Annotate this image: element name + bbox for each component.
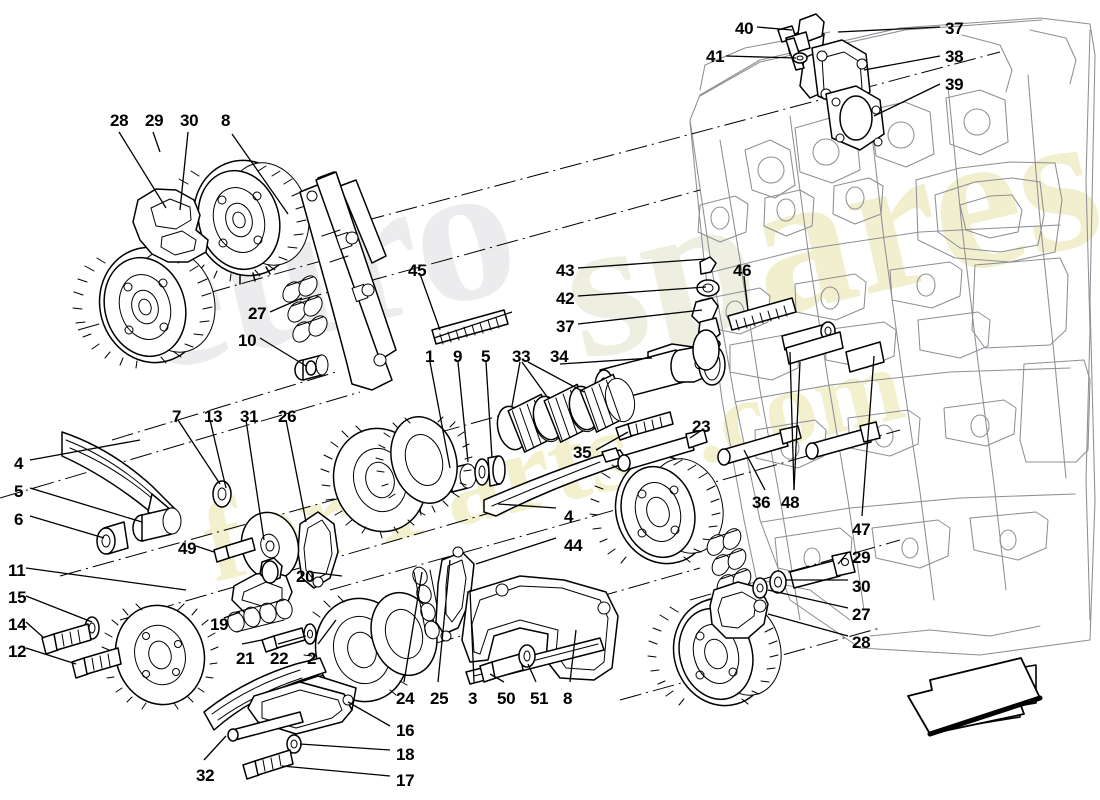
bolt-50 bbox=[479, 653, 524, 683]
camshaft-sensor-assy bbox=[777, 13, 885, 151]
callout-8-bottom: 8 bbox=[563, 689, 573, 708]
bolt-47 bbox=[805, 341, 885, 460]
callout-33: 33 bbox=[512, 347, 531, 366]
callout-11: 11 bbox=[8, 561, 26, 580]
callout-6: 6 bbox=[14, 510, 24, 529]
callout-2: 2 bbox=[307, 649, 317, 668]
callout-28: 28 bbox=[110, 111, 129, 130]
washer-30b-right bbox=[769, 570, 787, 594]
callout-42: 42 bbox=[556, 289, 575, 308]
callout-24: 24 bbox=[396, 689, 415, 708]
callout-49: 49 bbox=[178, 539, 197, 558]
sprocket-11 bbox=[101, 603, 219, 710]
washer-22 bbox=[303, 623, 317, 645]
callout-7: 7 bbox=[172, 407, 182, 426]
callout-28-right: 28 bbox=[852, 633, 871, 652]
callout-29: 29 bbox=[145, 111, 164, 130]
callout-36: 36 bbox=[752, 493, 771, 512]
tensioner-bracket-right-28 bbox=[709, 581, 769, 639]
bolt-12 bbox=[71, 647, 122, 679]
washer-30-right bbox=[752, 577, 768, 599]
callout-34: 34 bbox=[550, 347, 569, 366]
callout-18: 18 bbox=[396, 745, 415, 764]
callout-51: 51 bbox=[530, 689, 549, 708]
sprocket-right-upper bbox=[589, 455, 724, 565]
bolt-14 bbox=[41, 623, 92, 655]
callout-46: 46 bbox=[733, 261, 752, 280]
callout-23: 23 bbox=[692, 417, 711, 436]
callout-43: 43 bbox=[556, 261, 575, 280]
callout-16: 16 bbox=[396, 721, 415, 740]
callout-10: 10 bbox=[238, 331, 257, 350]
callout-14: 14 bbox=[8, 615, 27, 634]
bushing-stack-left bbox=[96, 480, 232, 555]
callout-30-right: 30 bbox=[852, 577, 871, 596]
chain-guide-4 bbox=[483, 447, 629, 517]
chain-link-27-upper bbox=[282, 275, 328, 343]
camshaft-sprocket-lower-left bbox=[72, 246, 216, 369]
callout-17: 17 bbox=[396, 771, 415, 790]
callout-37-top: 37 bbox=[945, 19, 964, 38]
callout-4-mid: 4 bbox=[564, 507, 574, 526]
callout-5-mid: 5 bbox=[481, 347, 491, 366]
chain-shoe-24-25-3 bbox=[412, 546, 475, 642]
dual-sprocket-center bbox=[320, 416, 473, 539]
direction-arrow-final bbox=[916, 655, 1043, 734]
washer-51 bbox=[518, 644, 536, 668]
chain-link-19 bbox=[227, 598, 293, 633]
bolt-29-right bbox=[789, 551, 856, 589]
callout-8-top: 8 bbox=[221, 111, 231, 130]
callout-1: 1 bbox=[425, 347, 435, 366]
o-ring bbox=[692, 329, 720, 371]
callout-5-left: 5 bbox=[14, 482, 24, 501]
callout-4-left: 4 bbox=[14, 454, 24, 473]
callout-22: 22 bbox=[270, 649, 289, 668]
direction-arrow bbox=[907, 657, 1043, 737]
shoe-26 bbox=[297, 511, 339, 589]
sprocket-2 bbox=[302, 591, 438, 703]
callout-15: 15 bbox=[8, 588, 27, 607]
bolt-17 bbox=[242, 749, 294, 780]
roll-pin-45 bbox=[431, 309, 509, 345]
callout-19: 19 bbox=[210, 615, 229, 634]
callout-13: 13 bbox=[204, 407, 223, 426]
callout-30: 30 bbox=[180, 111, 199, 130]
callout-26: 26 bbox=[278, 407, 297, 426]
callout-12: 12 bbox=[8, 642, 27, 661]
callout-47: 47 bbox=[852, 520, 871, 539]
dowel-23 bbox=[617, 429, 708, 472]
engine-block bbox=[689, 17, 1096, 656]
callout-38: 38 bbox=[945, 47, 964, 66]
callout-40: 40 bbox=[735, 19, 754, 38]
bolt-49 bbox=[213, 537, 256, 563]
callout-27-left: 27 bbox=[248, 304, 267, 323]
callout-9: 9 bbox=[453, 347, 463, 366]
callout-20: 20 bbox=[296, 567, 315, 586]
callout-29-right: 29 bbox=[852, 548, 871, 567]
callout-48: 48 bbox=[781, 493, 800, 512]
callout-41: 41 bbox=[706, 47, 725, 66]
callout-45: 45 bbox=[408, 261, 427, 280]
callout-3: 3 bbox=[468, 689, 478, 708]
guide-body-16 bbox=[227, 675, 357, 742]
callout-39: 39 bbox=[945, 75, 964, 94]
camshaft-sprocket-upper bbox=[166, 159, 310, 285]
callout-25: 25 bbox=[430, 689, 449, 708]
callout-50: 50 bbox=[497, 689, 516, 708]
callout-27-right: 27 bbox=[852, 605, 871, 624]
callout-31: 31 bbox=[240, 407, 259, 426]
roller-bearings-33 bbox=[496, 373, 636, 453]
callout-37-mid: 37 bbox=[556, 317, 575, 336]
bolt-48b bbox=[785, 331, 844, 365]
leader-lines bbox=[25, 26, 941, 777]
callout-44: 44 bbox=[564, 536, 583, 555]
roll-pin-46 bbox=[727, 297, 797, 331]
bushing-10 bbox=[294, 354, 329, 381]
callout-32: 32 bbox=[196, 766, 215, 785]
callout-35: 35 bbox=[573, 443, 592, 462]
callout-21: 21 bbox=[236, 649, 255, 668]
